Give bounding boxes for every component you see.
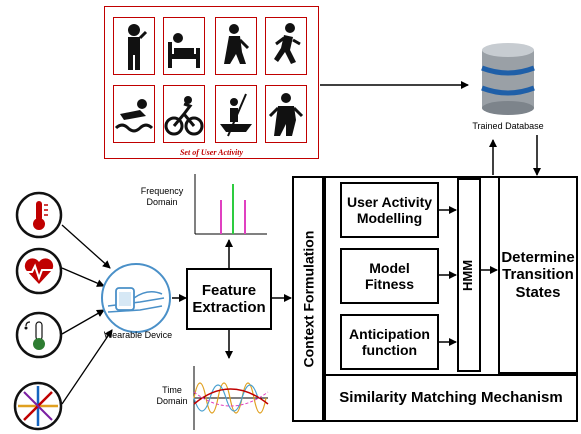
model-fitness-line1: Model <box>369 259 410 276</box>
frequency-label-line2: Domain <box>146 196 178 207</box>
determine-line2: Transition <box>502 266 574 284</box>
feature-line1: Feature <box>201 281 257 299</box>
time-label: Time Domain <box>154 385 190 407</box>
determine-line3: States <box>515 283 561 301</box>
activity-stretching-icon <box>265 85 307 143</box>
heart-pulse-icon <box>14 246 64 296</box>
arrow-thermo-to-wearable <box>61 224 111 269</box>
activity-running-icon <box>265 17 307 75</box>
feature-line2: Extraction <box>192 299 266 316</box>
similarity-label: Similarity Matching Mechanism <box>339 389 563 407</box>
hmm-label: HMM <box>460 259 476 291</box>
anticipation-function-box: Anticipation function <box>340 314 439 370</box>
thermometer-icon <box>14 190 64 240</box>
context-formulation-box: Context Formulation <box>292 176 324 422</box>
user-activity-modelling-box: User Activity Modelling <box>340 182 439 238</box>
database-icon <box>478 42 538 116</box>
user-activity-line2: Modelling <box>356 210 423 226</box>
activity-rowing-icon <box>215 85 257 143</box>
database-label: Trained Database <box>472 121 544 131</box>
accelerometer-icon <box>12 380 64 432</box>
wearable-label: Wearable Device <box>103 330 173 340</box>
activity-caption: Set of User Activity <box>179 148 244 157</box>
determine-line1: Determine <box>501 249 575 267</box>
frequency-domain-plot <box>191 172 269 238</box>
model-fitness-line2: Fitness <box>364 276 414 292</box>
similarity-matching-box: Similarity Matching Mechanism <box>324 374 578 422</box>
time-label-line1: Time <box>162 385 182 395</box>
activity-swimming-icon <box>113 85 155 143</box>
activity-cycling-icon <box>163 85 205 143</box>
activity-standing-icon <box>113 17 155 75</box>
frequency-label: Frequency Domain <box>136 186 188 208</box>
wearable-device-icon <box>100 258 172 338</box>
determine-transition-box: Determine Transition States <box>498 176 578 374</box>
model-fitness-box: Model Fitness <box>340 248 439 304</box>
anticipation-line1: Anticipation <box>349 325 430 342</box>
arrow-glucose-to-wearable <box>61 309 105 335</box>
time-label-line2: Domain <box>156 395 188 406</box>
arrow-accel-to-wearable <box>61 329 113 405</box>
arrow-heart-to-wearable <box>61 267 105 287</box>
frequency-label-line1: Frequency <box>140 186 184 196</box>
user-activity-line1: User Activity <box>346 193 433 210</box>
activity-kneeling-icon <box>215 17 257 75</box>
feature-extraction-box: Feature Extraction <box>186 268 272 330</box>
context-formulation-label: Context Formulation <box>299 230 316 368</box>
glucose-meter-icon <box>14 310 64 360</box>
time-domain-plot <box>190 364 270 432</box>
hmm-box: HMM <box>457 178 481 372</box>
activity-sleeping-icon <box>163 17 205 75</box>
anticipation-line2: function <box>361 342 418 358</box>
user-activity-panel <box>104 6 319 159</box>
